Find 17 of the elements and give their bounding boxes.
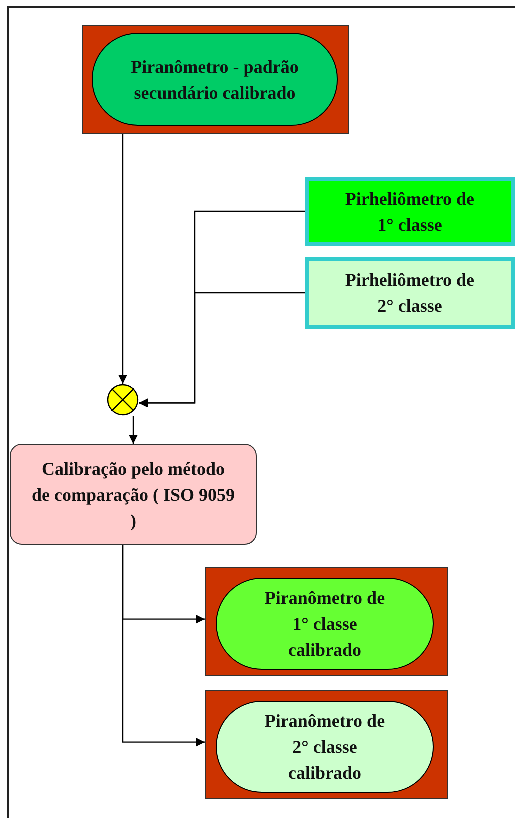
arrow bbox=[122, 545, 205, 747]
node-label: Piranômetro de 1° classe calibrado bbox=[264, 587, 386, 662]
node-label: Piranômetro de 2° classe calibrado bbox=[264, 710, 386, 785]
process-box bbox=[10, 444, 257, 545]
arrow bbox=[129, 416, 138, 444]
node-label: Pirheliômetro de 2° classe bbox=[344, 269, 476, 318]
node-label: Piranômetro - padrão secundário calibrado bbox=[130, 56, 300, 104]
node-label: Pirheliômetro de 1° classe bbox=[344, 188, 476, 236]
process-box bbox=[305, 257, 515, 329]
frame-box bbox=[82, 25, 349, 134]
frame-box bbox=[205, 567, 448, 676]
frame-box bbox=[205, 690, 448, 799]
arrow bbox=[118, 134, 128, 384]
summing-junction bbox=[107, 384, 139, 416]
node-label: Calibração pelo método de comparação ( ISO 9059 ) bbox=[31, 458, 236, 533]
arrow bbox=[139, 292, 305, 408]
process-box bbox=[305, 177, 515, 246]
